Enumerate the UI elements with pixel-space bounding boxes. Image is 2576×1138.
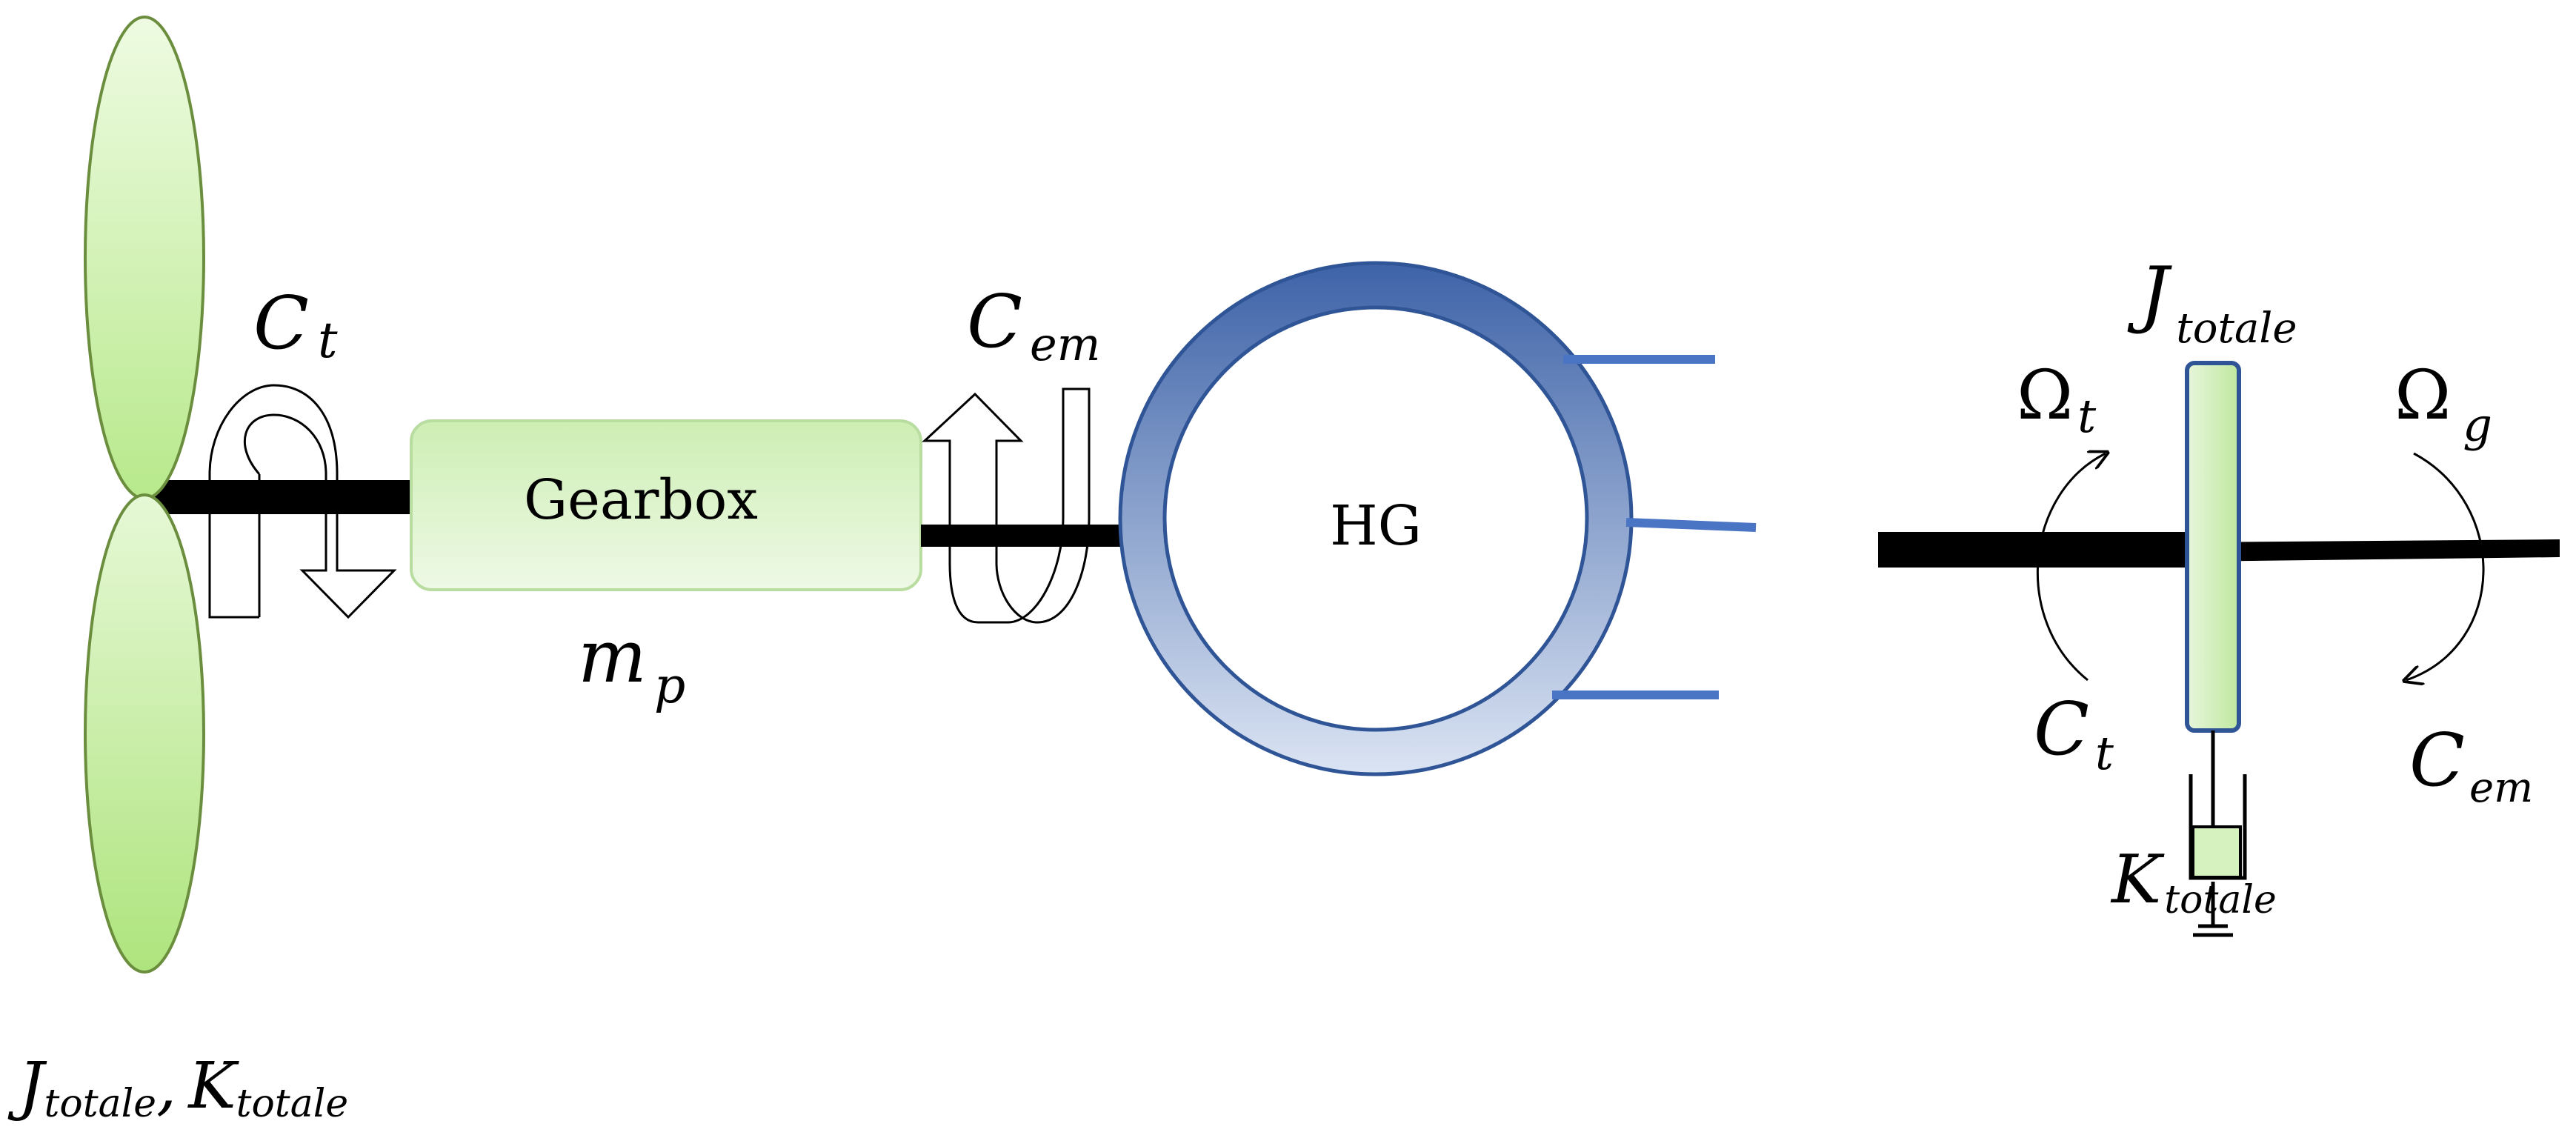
gearbox-mass-sub: p xyxy=(654,657,685,714)
turbine-torque-symbol: C xyxy=(2034,688,2089,772)
inertia-sub: totale xyxy=(2176,305,2297,353)
rotor-blades xyxy=(84,16,205,974)
inertia-symbol: J xyxy=(2127,252,2172,336)
rotor-shaft xyxy=(144,480,411,514)
upper-blade xyxy=(84,16,205,500)
rotor-inertia-sub: totale xyxy=(44,1082,156,1126)
rotor-params-label: Jtotale,Ktotale xyxy=(7,1049,348,1126)
generator-speed-sub: g xyxy=(2463,398,2492,452)
gearbox: Gearbox xyxy=(410,419,922,591)
rotor-stiffness-sub: totale xyxy=(236,1082,349,1126)
turbine-speed-arrow xyxy=(2037,453,2106,682)
damper-piston xyxy=(2191,825,2242,879)
inertia-disk xyxy=(2185,361,2241,733)
generator-label: HG xyxy=(1330,494,1422,558)
rotor-params-separator: , xyxy=(156,1049,176,1123)
stiffness-sub: totale xyxy=(2164,878,2277,922)
rotor-torque-arrow xyxy=(208,384,397,619)
turbine-torque-sub: t xyxy=(2095,726,2114,780)
rotor-stiffness-symbol: K xyxy=(187,1049,239,1123)
em-torque-model-sub: em xyxy=(2469,764,2533,812)
generator-terminals xyxy=(1552,355,1757,699)
terminal-line-middle xyxy=(1625,518,1757,532)
em-torque-arrow xyxy=(922,387,1091,624)
stiffness-label: Ktotale xyxy=(2110,841,2277,922)
gearbox-mass-symbol: m xyxy=(578,615,647,699)
rotor-torque-symbol: C xyxy=(253,282,309,366)
turbine-speed-sub: t xyxy=(2077,389,2096,443)
gearbox-label: Gearbox xyxy=(524,468,758,532)
rotor-torque-sub: t xyxy=(318,312,338,369)
em-torque-model-symbol: C xyxy=(2409,719,2465,803)
generator-speed-symbol: Ω xyxy=(2394,356,2451,435)
em-torque-symbol: C xyxy=(967,280,1022,365)
generator-speed-arrow xyxy=(2406,452,2485,680)
turbine-speed-label: Ωt xyxy=(2017,356,2096,443)
rotor-inertia-symbol: J xyxy=(7,1049,47,1123)
stiffness-symbol: K xyxy=(2110,841,2165,919)
lower-blade xyxy=(84,493,205,974)
turbine-speed-symbol: Ω xyxy=(2017,356,2073,435)
model-shaft xyxy=(1878,532,2560,568)
em-torque-sub: em xyxy=(1030,317,1100,371)
